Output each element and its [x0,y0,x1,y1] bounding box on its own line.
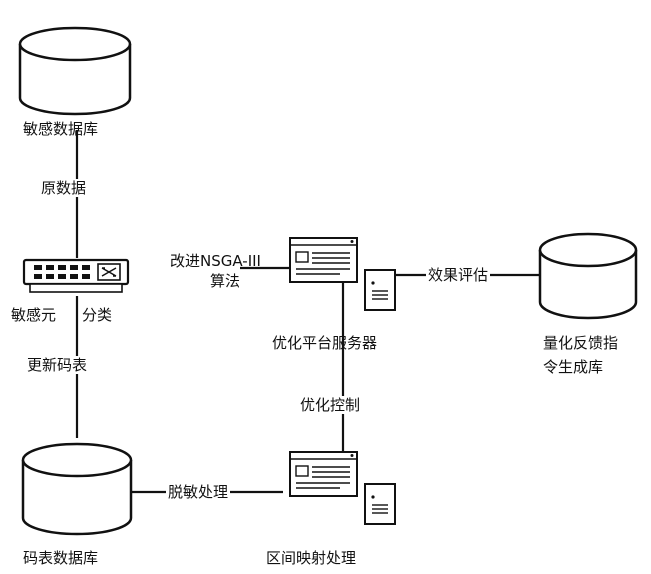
optim-server-label: 优化平台服务器 [272,334,378,352]
edge-label-raw-data: 原数据 [39,179,89,197]
edge-label-optim-control: 优化控制 [298,396,363,414]
feedback-db-cylinder [538,232,638,320]
nsga-label-line1: 改进NSGA-III [170,252,261,270]
sensitive-db-cylinder [18,26,132,116]
codebook-db-label: 码表数据库 [23,549,99,567]
feedback-db-label-line2: 令生成库 [543,358,604,376]
edge-label-effect-eval: 效果评估 [426,266,491,284]
network-switch-icon [22,258,130,293]
feedback-db-label-line1: 量化反馈指 [543,334,619,352]
sensitive-db-label: 敏感数据库 [23,120,99,138]
sensitive-classify-label-a: 敏感元 [11,306,57,324]
edge-label-update-codebook: 更新码表 [25,356,90,374]
sensitive-classify-label-b: 分类 [82,306,113,324]
interval-mapping-server-icon [289,451,396,525]
codebook-db-cylinder [21,442,133,536]
edge-label-desensitize: 脱敏处理 [166,483,231,501]
optim-server-icon [289,237,396,311]
nsga-label-line2: 算法 [210,272,241,290]
interval-mapping-label: 区间映射处理 [266,549,357,567]
